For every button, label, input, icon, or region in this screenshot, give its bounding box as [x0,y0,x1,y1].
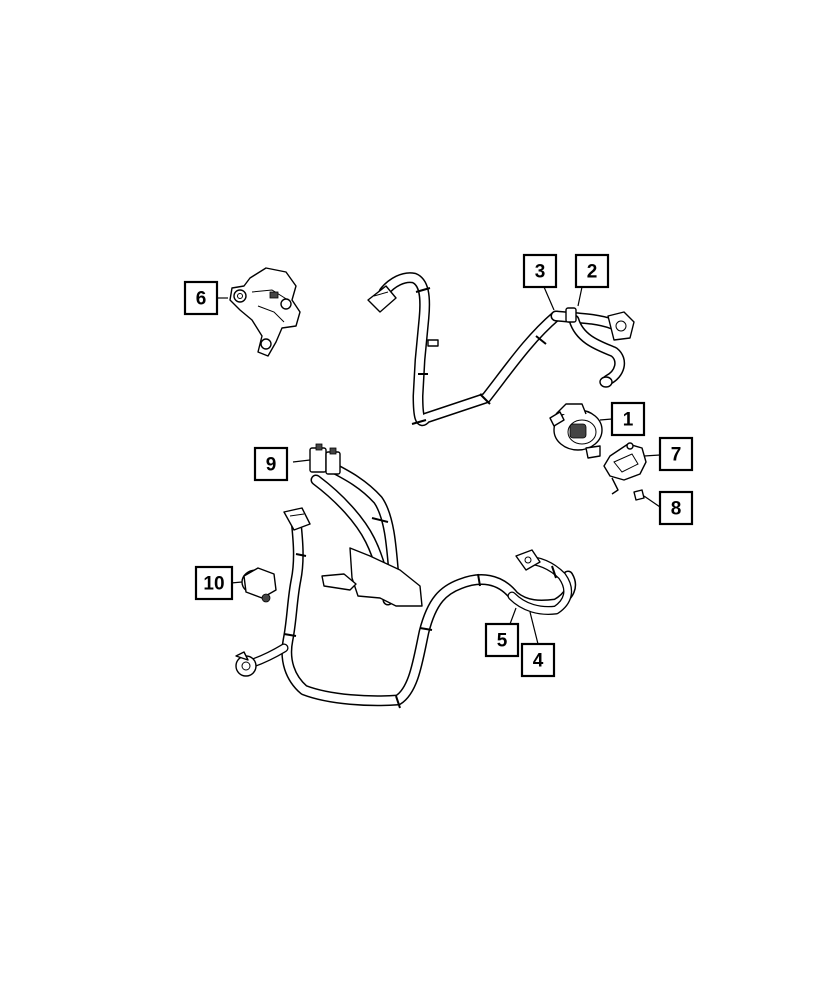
callout-7-label: 7 [671,445,682,466]
callout-9-label: 9 [266,455,277,476]
part-1-water-pump[interactable] [549,403,603,459]
part-7-pump-bracket[interactable] [603,442,647,495]
callout-9[interactable]: 9 [253,446,289,482]
callout-1-label: 1 [623,410,634,431]
callout-5-label: 5 [497,631,508,652]
callout-3[interactable]: 3 [522,253,558,289]
callout-2[interactable]: 2 [574,253,610,289]
part-5-coolant-hose[interactable] [507,549,573,615]
callout-5[interactable]: 5 [484,622,520,658]
part-3-coolant-hose[interactable] [367,272,562,427]
callout-8[interactable]: 8 [658,490,694,526]
lower-hose-connector [235,643,289,677]
part-10-sensor[interactable] [241,567,277,603]
callout-7[interactable]: 7 [658,436,694,472]
callout-4[interactable]: 4 [520,642,556,678]
part-8-screw[interactable] [633,489,645,501]
callout-1[interactable]: 1 [610,401,646,437]
callout-8-label: 8 [671,499,682,520]
callout-3-label: 3 [535,262,546,283]
part-9-pipe-assembly[interactable] [309,443,423,607]
callout-10-label: 10 [203,574,224,595]
part-6-bracket[interactable] [229,267,301,357]
callout-2-label: 2 [587,262,598,283]
callout-6-label: 6 [196,289,207,310]
callout-6[interactable]: 6 [183,280,219,316]
part-2-coolant-hose[interactable] [550,307,635,388]
callout-10[interactable]: 10 [194,565,234,601]
callout-4-label: 4 [533,651,544,672]
leader-lines [213,286,661,645]
